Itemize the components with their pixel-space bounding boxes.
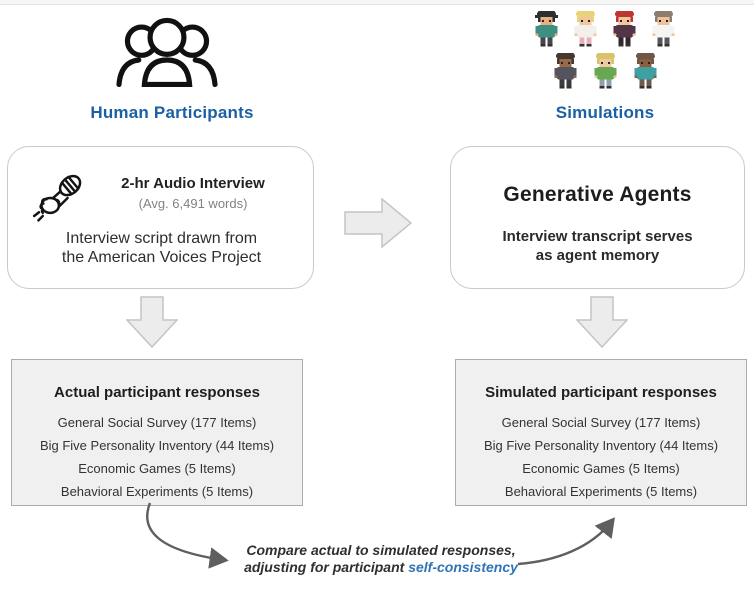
microphone-hand-icon [32,174,82,222]
sprite-row-2 [502,52,708,90]
simulated-responses-title: Simulated participant responses [485,384,717,401]
page-edge-strip [0,0,754,5]
agent-sprite [550,52,581,90]
pixel-character-sprite [574,11,597,47]
simulated-responses-list: General Social Survey (177 Items) Big Fi… [456,411,746,503]
agent-sprite [590,52,621,90]
compare-flow-arrows [146,502,615,569]
agent-sprite [609,10,640,48]
actual-responses-card: Actual participant responses General Soc… [11,359,303,506]
pixel-character-sprite [593,53,617,89]
interview-description-line1: Interview script drawn from [65,230,258,247]
actual-responses-title: Actual participant responses [54,384,260,401]
agents-description: Interview transcript serves as agent mem… [451,227,744,265]
interview-description-line2: the American Voices Project [61,249,262,266]
compare-caption: Compare actual to simulated responses, a… [238,542,524,576]
agents-description-line2: as agent memory [535,247,660,264]
audio-interview-card: 2-hr Audio Interview (Avg. 6,491 words) … [7,146,314,289]
list-item: Behavioral Experiments (5 Items) [504,484,698,499]
list-item: Behavioral Experiments (5 Items) [60,484,254,499]
sprite-row-1 [502,10,708,48]
list-item: Economic Games (5 Items) [522,461,680,476]
actual-responses-list: General Social Survey (177 Items) Big Fi… [12,411,302,503]
right-block-arrow [344,198,412,248]
interview-description: Interview script drawn from the American… [18,229,305,267]
list-item: Big Five Personality Inventory (44 Items… [39,438,275,453]
interview-title: 2-hr Audio Interview [121,175,265,192]
curved-arrow-left [146,502,229,569]
self-consistency-highlight: self-consistency [408,559,518,575]
pixel-character-sprite [613,11,636,47]
pixel-character-sprite [633,53,657,89]
pixel-character-sprite [535,11,558,47]
pixel-character-sprite [553,53,577,89]
list-item: Big Five Personality Inventory (44 Items… [483,438,719,453]
agent-sprite [531,10,562,48]
compare-caption-line1: Compare actual to simulated responses, [246,542,516,558]
compare-caption-prefix: adjusting for participant [244,559,409,575]
list-item: Economic Games (5 Items) [78,461,236,476]
agents-description-line1: Interview transcript serves [502,228,693,245]
simulations-label: Simulations [555,103,655,122]
generative-agents-card: Generative Agents Interview transcript s… [450,146,745,289]
agent-sprite [570,10,601,48]
list-item: General Social Survey (177 Items) [57,415,257,430]
list-item: General Social Survey (177 Items) [501,415,701,430]
people-group-icon [116,17,218,88]
agent-sprite [648,10,679,48]
compare-caption-line2: adjusting for participant self-consisten… [238,559,524,576]
curved-arrow-right [517,517,615,566]
pixel-character-sprite [652,11,675,47]
down-block-arrow-left [126,296,178,348]
simulation-sprites [502,10,708,90]
simulated-responses-card: Simulated participant responses General … [455,359,747,506]
agents-title: Generative Agents [503,183,692,206]
interview-subtitle: (Avg. 6,491 words) [138,196,248,211]
human-participants-label: Human Participants [90,103,254,122]
agent-sprite [630,52,661,90]
down-block-arrow-right [576,296,628,348]
